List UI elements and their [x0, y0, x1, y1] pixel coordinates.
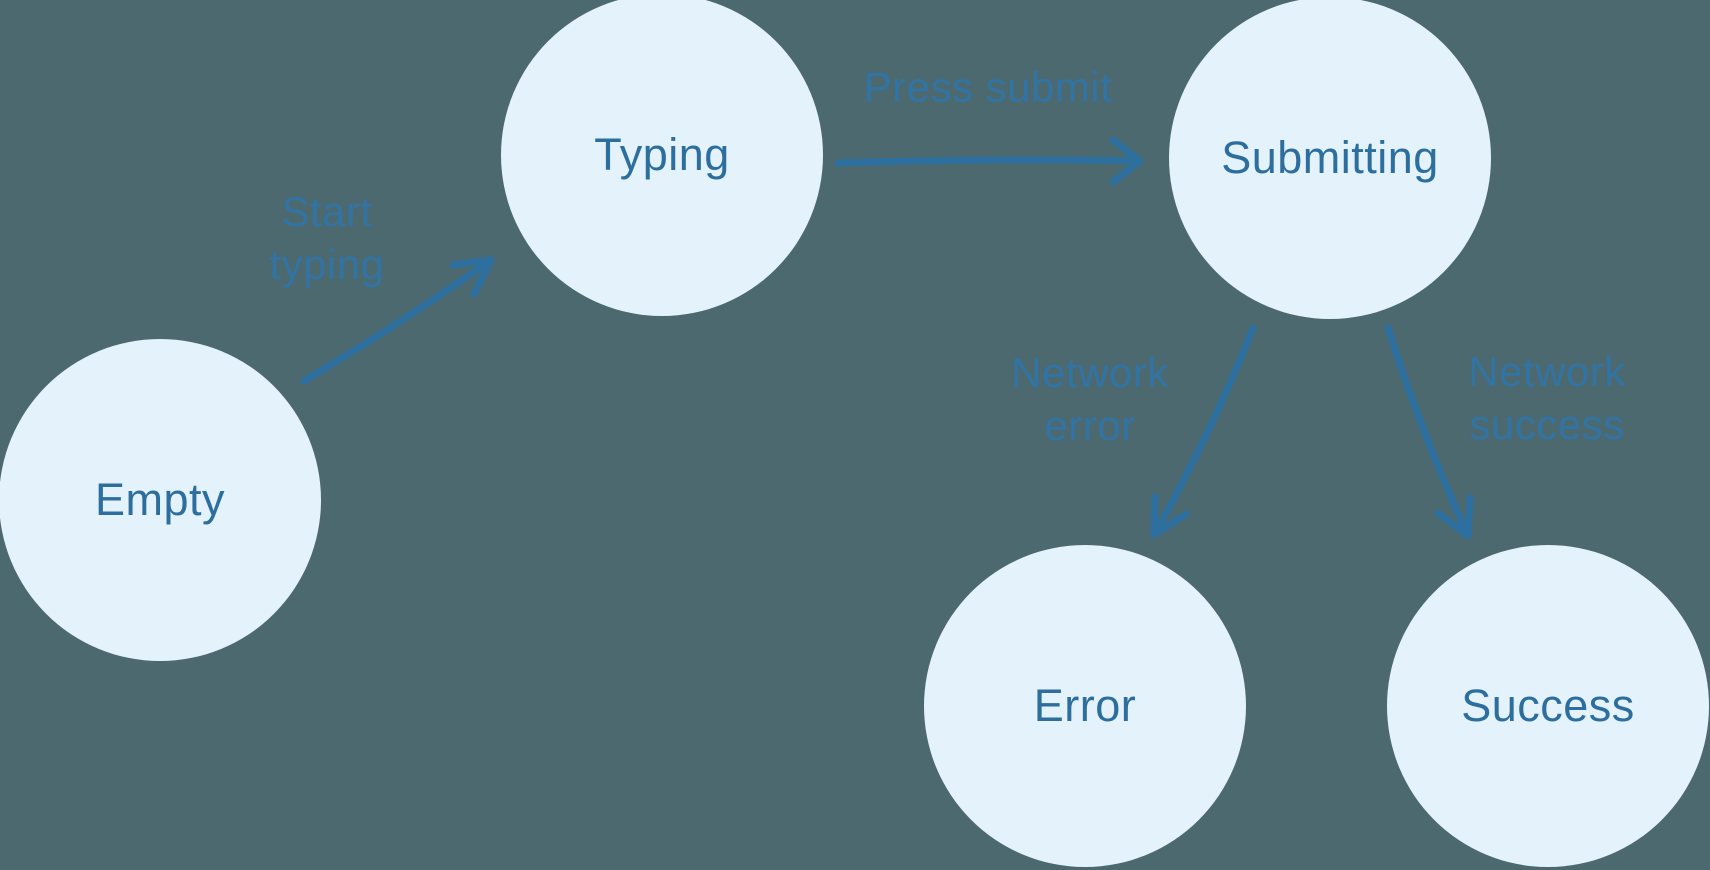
- state-label-empty: Empty: [94, 474, 226, 525]
- edge-label-network-success: Network success: [1468, 345, 1626, 451]
- edge-label-line: Start: [281, 188, 373, 235]
- state-label-success: Success: [1461, 680, 1635, 731]
- arrow-submitting-to-success: [1384, 324, 1474, 540]
- state-label-error: Error: [1033, 680, 1137, 731]
- state-node-typing: Typing: [501, 0, 823, 316]
- edge-label-line: success: [1469, 401, 1625, 448]
- state-node-empty: Empty: [0, 339, 321, 661]
- edge-label-line: Network: [1468, 348, 1626, 395]
- state-node-submitting: Submitting: [1169, 0, 1491, 319]
- edge-label-line: Press submit: [863, 63, 1113, 111]
- arrow-typing-to-submitting: [834, 136, 1144, 186]
- edge-label-line: typing: [269, 241, 385, 288]
- state-node-error: Error: [924, 545, 1246, 867]
- edge-label-start-typing: Start typing: [269, 185, 384, 291]
- edge-label-network-error: Network error: [1011, 346, 1169, 452]
- edge-label-press-submit: Press submit: [864, 61, 1113, 114]
- edge-label-line: error: [1044, 402, 1136, 449]
- edge-label-line: Network: [1011, 349, 1169, 396]
- state-label-submitting: Submitting: [1221, 132, 1439, 183]
- state-label-typing: Typing: [594, 129, 730, 180]
- state-node-success: Success: [1387, 545, 1709, 867]
